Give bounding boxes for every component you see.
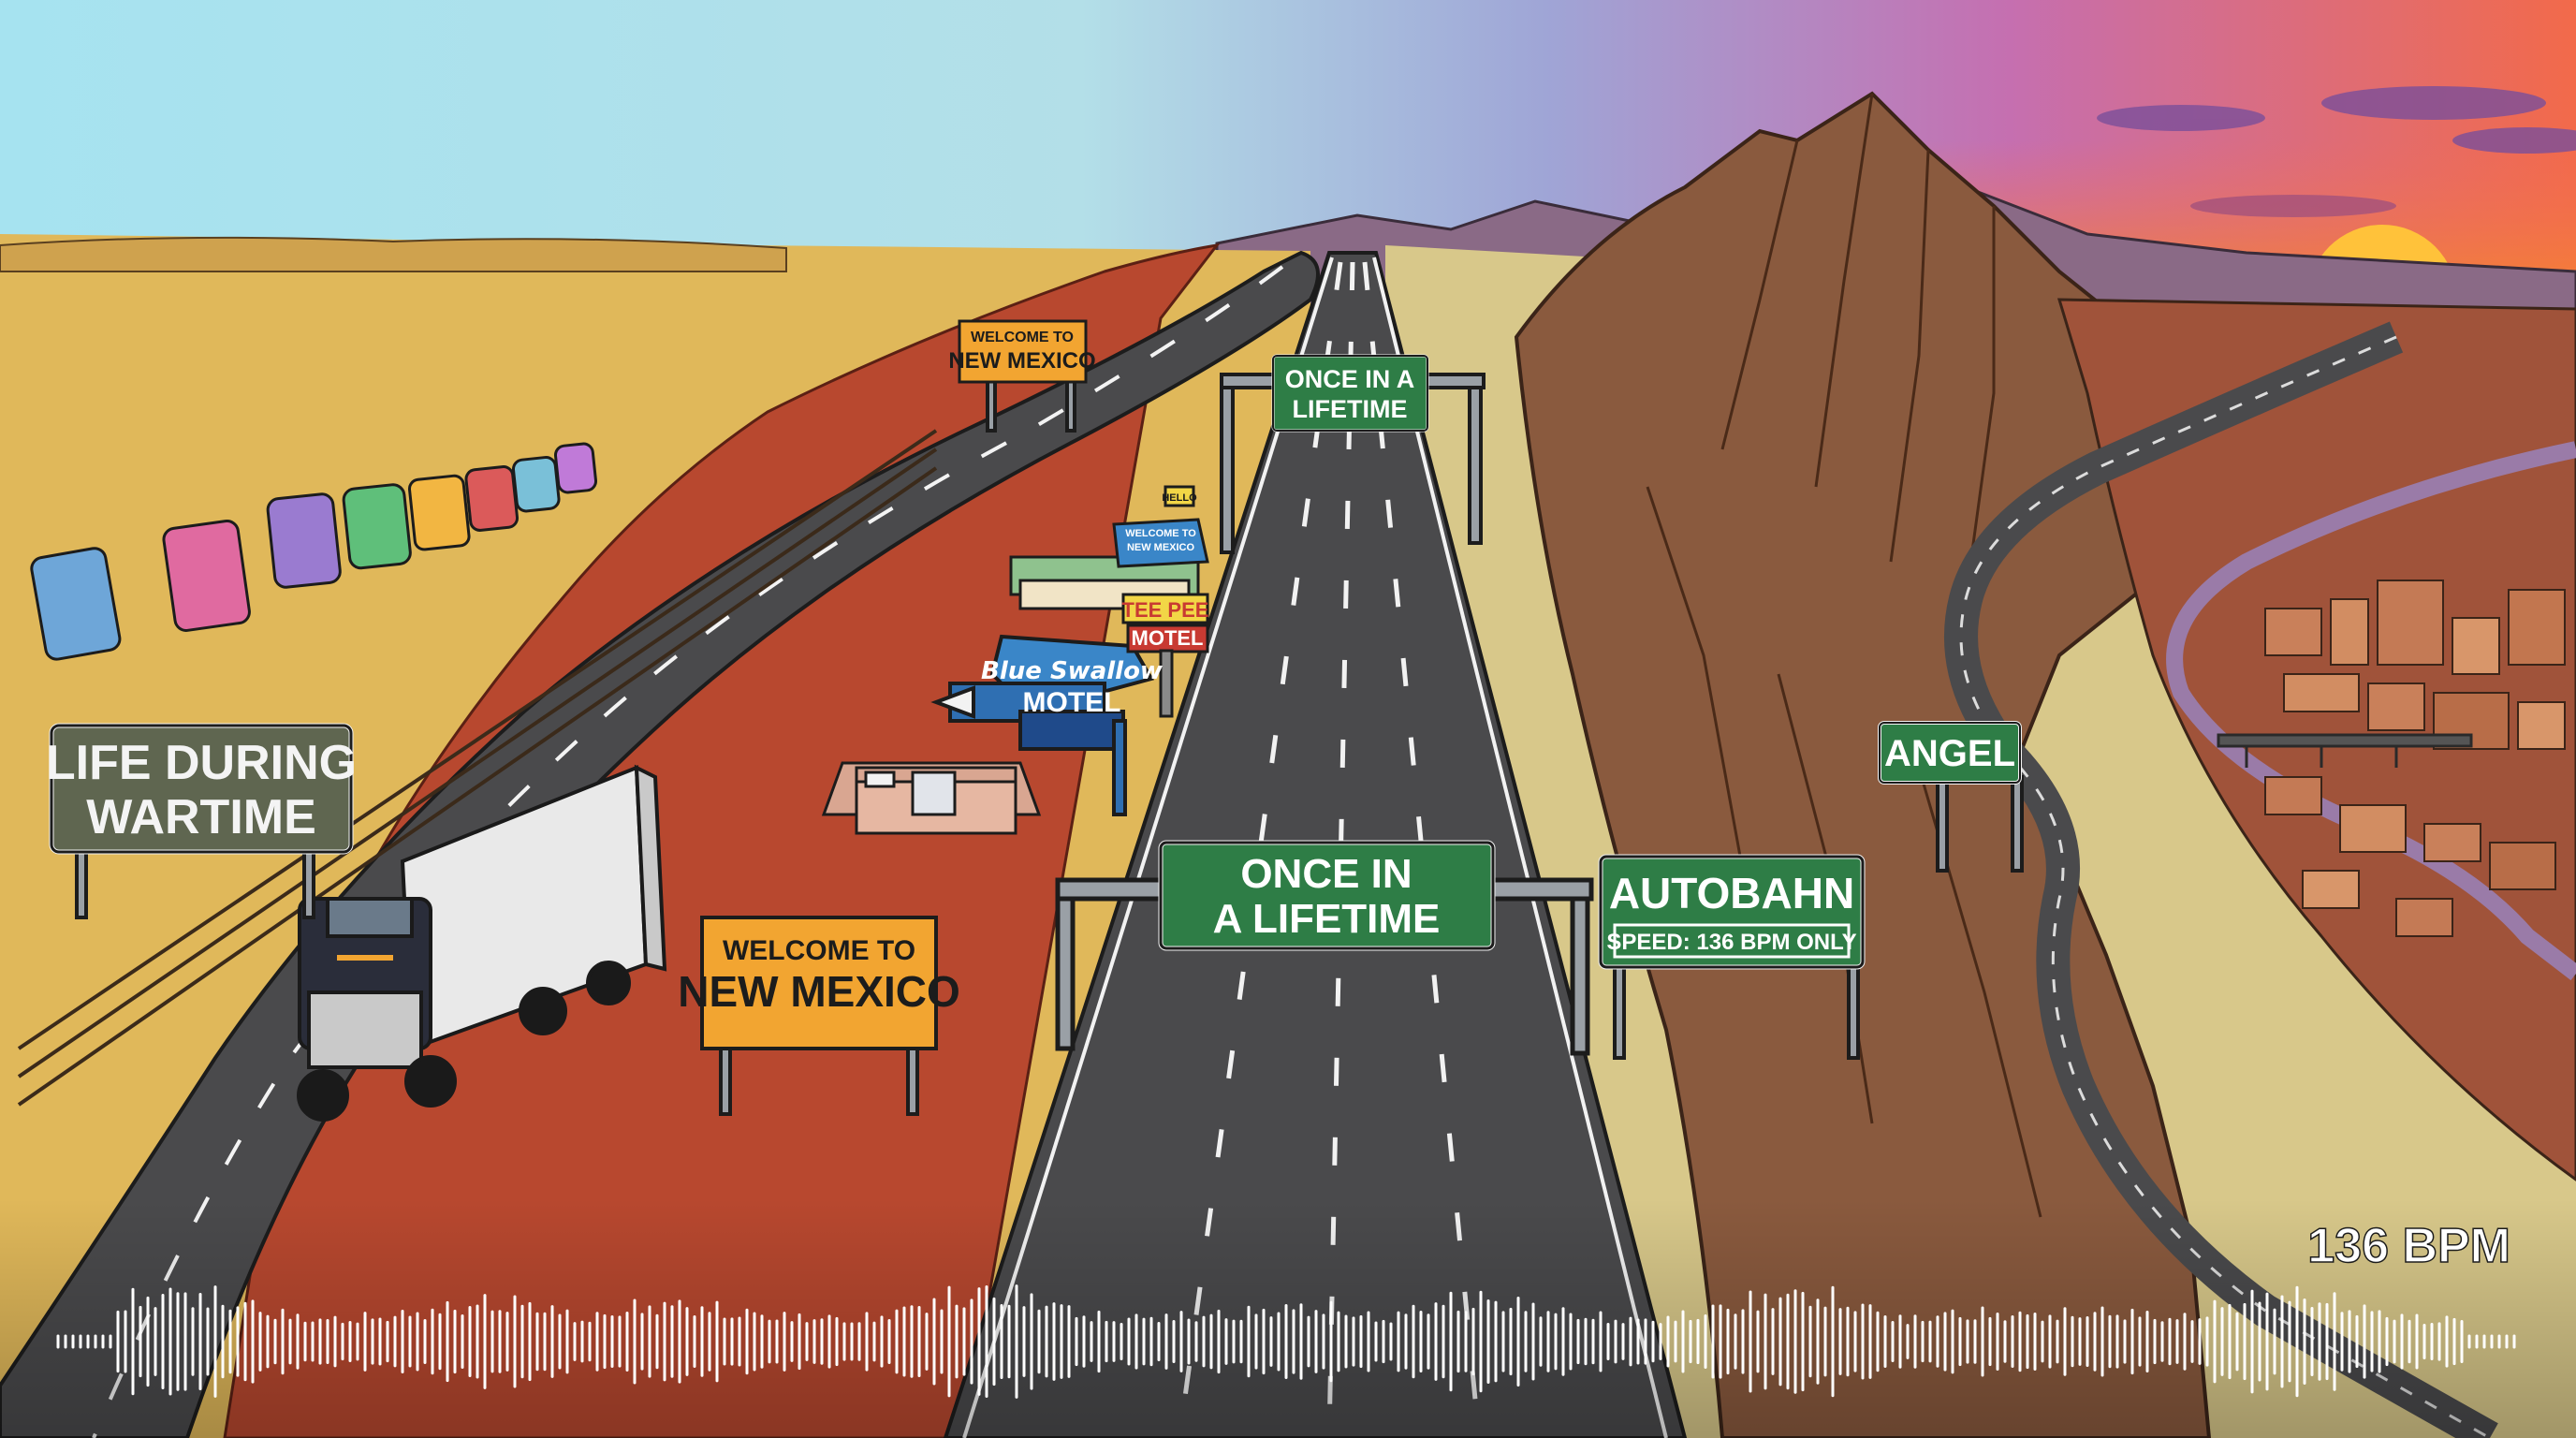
sign-welcome-small-line1: WELCOME TO xyxy=(971,330,1074,345)
sign-welcome-large-line2: NEW MEXICO xyxy=(678,967,960,1016)
sign-once-far-line1: ONCE IN A xyxy=(1285,365,1415,393)
river xyxy=(2166,441,2576,981)
semi-truck xyxy=(297,764,667,1122)
sign-once-near-line2: A LIFETIME xyxy=(1213,896,1441,942)
motel-tiny-line2: NEW MEXICO xyxy=(1127,542,1195,553)
clouds xyxy=(2097,86,2576,217)
audio-waveform xyxy=(56,1284,2516,1399)
sign-autobahn: AUTOBAHN SPEED: 136 BPM ONLY xyxy=(1598,854,1866,970)
motel-office xyxy=(821,761,1042,835)
sign-once-near-line1: ONCE IN xyxy=(1240,851,1412,897)
blue-swallow-sign xyxy=(930,634,1155,816)
horizon-hills-left xyxy=(0,236,787,272)
sign-once-near: ONCE IN A LIFETIME xyxy=(1158,840,1496,951)
tee-pee-top: TEE PEE xyxy=(1122,598,1209,622)
sign-angel: ANGEL xyxy=(1878,721,2022,785)
sign-life-line2: WARTIME xyxy=(86,790,316,844)
tee-pee-sign xyxy=(1112,485,1209,718)
bridge xyxy=(2217,733,2473,768)
motel-top-label: HELLO xyxy=(1162,492,1197,504)
tee-pee-bottom: MOTEL xyxy=(1132,626,1204,650)
fence xyxy=(17,429,938,1107)
sign-welcome-large: WELCOME TO NEW MEXICO xyxy=(678,916,960,1050)
bpm-label: 136 BPM xyxy=(2307,1219,2510,1273)
sign-welcome-small-line2: NEW MEXICO xyxy=(948,348,1095,374)
sign-welcome-large-line1: WELCOME TO xyxy=(723,935,915,966)
sign-life-during-wartime: LIFE DURING WARTIME xyxy=(46,723,357,855)
bottom-shade xyxy=(0,1198,2576,1438)
sign-once-far: ONCE IN A LIFETIME xyxy=(1271,354,1429,433)
sign-welcome-small: WELCOME TO NEW MEXICO xyxy=(948,319,1096,384)
sign-angel-label: ANGEL xyxy=(1884,733,2015,774)
mountain xyxy=(1514,91,2212,1438)
sign-autobahn-subtitle: SPEED: 136 BPM ONLY xyxy=(1606,930,1856,955)
motel-tiny-line1: WELCOME TO xyxy=(1125,528,1196,539)
sign-once-far-line2: LIFETIME xyxy=(1293,395,1408,423)
blue-swallow-label: MOTEL xyxy=(1023,687,1121,718)
blue-swallow-script: Blue Swallow xyxy=(981,657,1164,685)
sign-autobahn-title: AUTOBAHN xyxy=(1609,869,1854,917)
cadillac-ranch xyxy=(30,442,598,661)
sign-life-line1: LIFE DURING xyxy=(46,736,357,790)
